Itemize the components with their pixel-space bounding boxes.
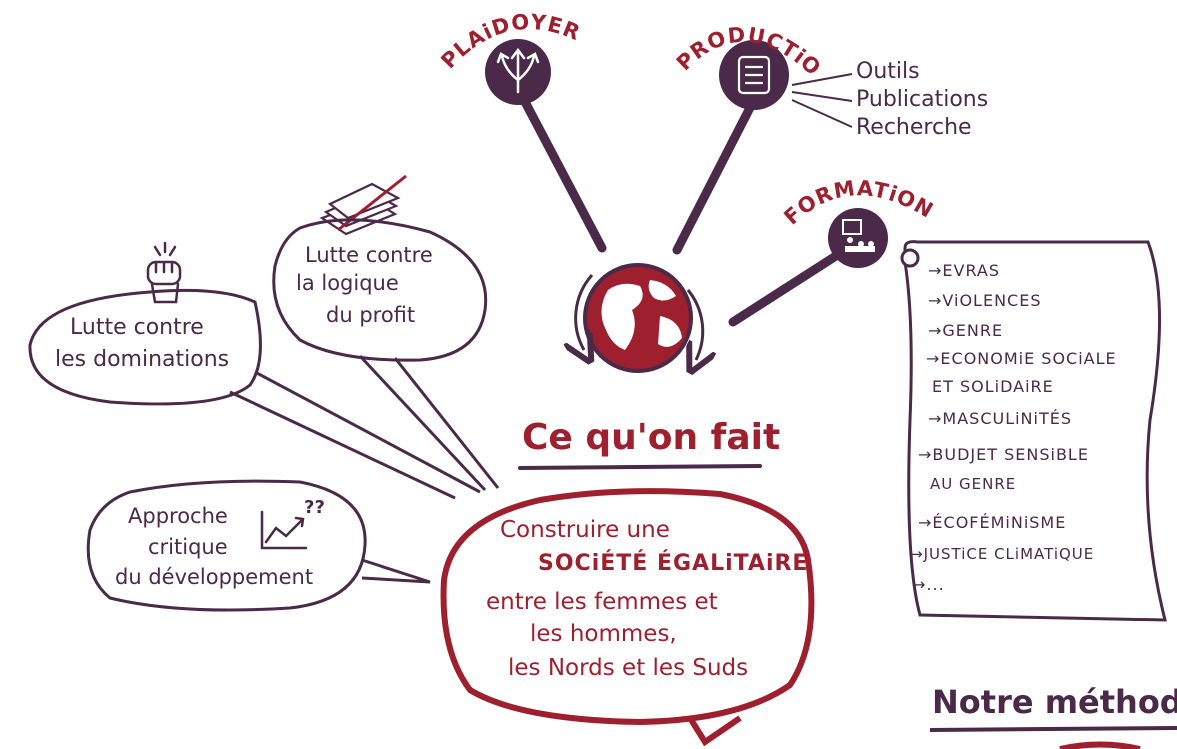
formations-list-item: AU GENRE <box>930 475 1017 493</box>
profit-line-3: du profit <box>326 303 416 327</box>
formations-list-item: →MASCULiNiTÉS <box>928 409 1073 428</box>
center-line-3: entre les femmes et <box>486 589 718 615</box>
formations-list-item: →BUDJET SENSiBLE <box>918 445 1089 464</box>
center-line-5: les Nords et les Suds <box>508 655 749 681</box>
connector-plaidoyer <box>518 93 607 253</box>
plaidoyer-hub <box>485 39 551 105</box>
formations-scroll <box>900 240 1167 622</box>
formations-list-item: →... <box>912 575 945 594</box>
footer-red-mark <box>1059 741 1141 749</box>
dominations-line-1: Lutte contre <box>70 315 204 340</box>
formations-list-item: →ViOLENCES <box>928 291 1042 310</box>
classroom-icon <box>842 219 875 252</box>
connector-productions <box>672 93 760 255</box>
developpement-line-2: critique <box>148 535 228 559</box>
bubble-developpement <box>86 479 431 612</box>
hub-connectors <box>518 93 858 327</box>
center-title: Ce qu'on fait <box>522 417 781 458</box>
productions-hub <box>719 40 789 110</box>
formations-list-item: →JUSTiCE CLiMATiQUE <box>910 545 1095 563</box>
center-line-2: SOCiÉTÉ ÉGALiTAiRE <box>538 551 809 576</box>
center-line-4: les hommes, <box>530 621 677 647</box>
center-bubble <box>440 488 815 747</box>
footer-heading: Notre méthode <box>932 685 1177 721</box>
productions-item-outils: Outils <box>856 59 920 84</box>
profit-line-2: la logique <box>296 271 399 295</box>
productions-item-lines <box>791 73 853 128</box>
bubble-profit <box>272 218 500 492</box>
productions-item-publications: Publications <box>856 87 989 112</box>
arrows-icon <box>496 47 540 94</box>
formations-hub <box>828 208 888 268</box>
growth-chart-icon <box>260 510 308 550</box>
formations-list-item: →ECONOMiE SOCiALE <box>926 349 1117 368</box>
money-crossed-icon <box>319 174 407 236</box>
dominations-line-2: les dominations <box>55 347 230 372</box>
bubble-dominations <box>28 288 481 500</box>
formations-list-item: ET SOLiDAiRE <box>932 377 1054 396</box>
productions-label: PRODUCTiONS <box>0 0 826 81</box>
title-underline <box>518 464 762 470</box>
productions-item-recherche: Recherche <box>856 115 972 140</box>
formations-list-item: →EVRAS <box>928 261 1001 280</box>
developpement-line-3: du développement <box>115 565 314 589</box>
formations-list-item: →ÉCOFÉMiNiSME <box>918 513 1067 532</box>
formations-list-item: →GENRE <box>928 321 1004 340</box>
footer-underline <box>929 726 1177 732</box>
globe-icon <box>576 263 703 371</box>
center-line-1: Construire une <box>500 517 670 543</box>
profit-line-1: Lutte contre <box>305 243 433 267</box>
question-marks: ?? <box>304 497 325 518</box>
connector-formations <box>728 240 858 327</box>
scroll-icon <box>737 55 771 95</box>
developpement-line-1: Approche <box>128 504 228 528</box>
